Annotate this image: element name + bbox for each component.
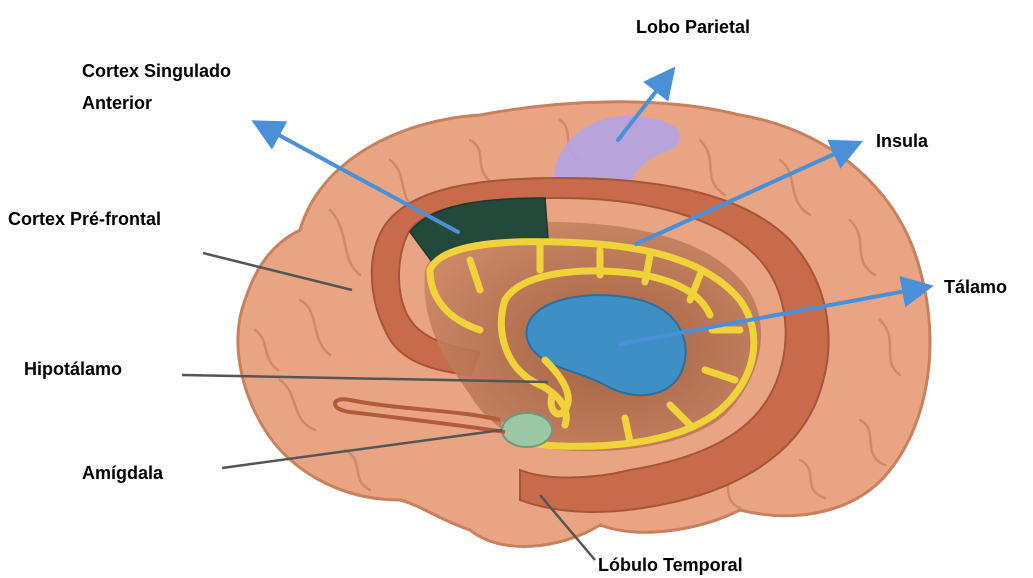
label-parietal: Lobo Parietal [636,14,750,40]
label-insula: Insula [876,128,928,154]
label-amygdala: Amígdala [82,460,163,486]
label-temporal: Lóbulo Temporal [598,552,743,578]
label-prefrontal: Cortex Pré-frontal [8,206,161,232]
label-cingulate-line1: Cortex Singulado [82,58,231,84]
label-cingulate-line2: Anterior [82,90,152,116]
label-thalamus: Tálamo [944,274,1007,300]
amygdala-region [502,413,552,447]
label-hypothalamus: Hipotálamo [24,356,122,382]
